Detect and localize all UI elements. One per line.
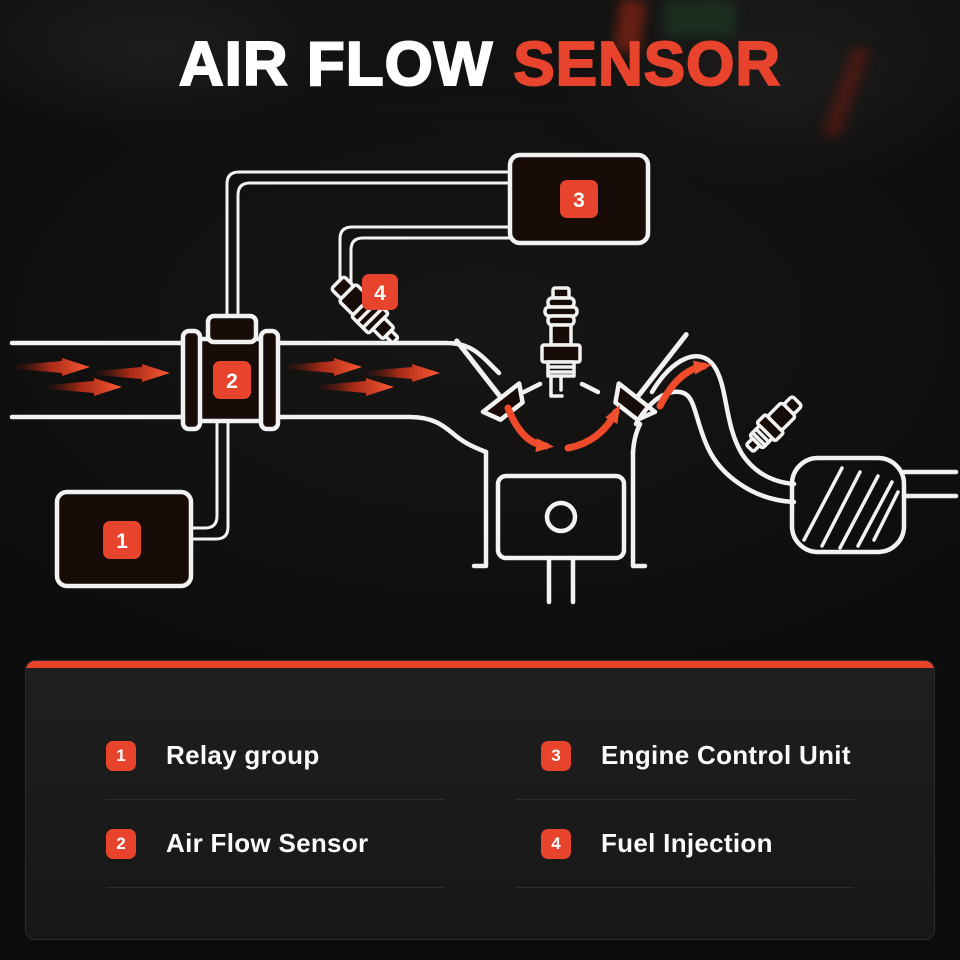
- legend-label: Engine Control Unit: [601, 740, 851, 770]
- wire-line: [338, 225, 516, 284]
- air-flow-arrow: [366, 364, 440, 382]
- wire-maf-to-relay: [190, 416, 230, 541]
- legend-number-badge: 2: [106, 828, 136, 859]
- pipe-wall: [276, 340, 502, 376]
- page-title: AIR FLOW SENSOR: [0, 33, 960, 97]
- legend-label: Fuel Injection: [601, 828, 773, 858]
- valve-stem: [635, 332, 689, 399]
- legend-panel: 1 Relay group 3 Engine Control Unit 2 Ai…: [25, 660, 935, 940]
- callout-badge: [362, 274, 398, 310]
- callout-number: 4: [374, 282, 386, 305]
- spark-plug-icon: [540, 286, 582, 398]
- callout-badge: [103, 521, 141, 559]
- chamber-wall: [630, 421, 643, 455]
- callout-2-maf: 2: [213, 361, 251, 399]
- oxygen-sensor-icon: [745, 395, 803, 453]
- connecting-rod: [546, 555, 576, 605]
- legend-item-engine-control-unit: 3 Engine Control Unit: [515, 712, 854, 800]
- tail-pipe: [901, 469, 959, 499]
- air-flow-arrow: [320, 378, 394, 396]
- spark-plug-insulator: [549, 323, 573, 347]
- legend-item-relay-group: 1 Relay group: [106, 712, 445, 800]
- chamber-head: [521, 381, 601, 395]
- piston-pin: [544, 500, 578, 534]
- flow-arrow-exhaust: [564, 404, 620, 452]
- wire-line: [349, 236, 516, 288]
- wire-line: [190, 416, 230, 541]
- wire-line: [190, 416, 219, 530]
- valve-head: [480, 381, 525, 422]
- legend-item-air-flow-sensor: 2 Air Flow Sensor: [106, 800, 445, 888]
- callout-badge: [213, 361, 251, 399]
- maf-flange: [258, 328, 281, 432]
- intake-pipe: [9, 340, 502, 455]
- cylinder-wall: [630, 449, 648, 569]
- injector-nozzle: [384, 329, 400, 345]
- spark-plug-hex: [540, 343, 582, 364]
- legend-accent-bar: [26, 661, 934, 668]
- title-sensor: SENSOR: [512, 30, 782, 99]
- legend-number-badge: 4: [541, 828, 571, 859]
- piston: [495, 473, 627, 605]
- callout-3-ecu: 3: [560, 180, 598, 218]
- wire-line: [236, 181, 516, 324]
- wire-ecu-to-injector: [338, 225, 516, 288]
- sensor-tip: [745, 437, 761, 453]
- flow-arrow-intake: [504, 404, 554, 453]
- valve-stem: [454, 338, 503, 399]
- legend-number-badge: 1: [106, 740, 136, 771]
- maf-sensor: [180, 313, 281, 432]
- wire-line: [225, 170, 516, 324]
- spark-plug-electrodes: [549, 374, 564, 398]
- converter-hatching: [802, 466, 900, 550]
- air-flow-arrow: [96, 364, 170, 382]
- sensor-thread-lines: [750, 427, 771, 448]
- spark-plug-shell: [546, 360, 576, 378]
- catalytic-converter: [789, 455, 959, 555]
- title-air-flow: AIR FLOW: [178, 30, 494, 99]
- air-flow-arrow: [288, 358, 362, 376]
- legend-grid: 1 Relay group 3 Engine Control Unit 2 Ai…: [26, 668, 934, 888]
- pipe-wall: [649, 354, 797, 487]
- callout-number: 1: [116, 530, 128, 553]
- pipe-wall: [276, 414, 489, 455]
- callout-badge: [560, 180, 598, 218]
- intake-valve: [454, 338, 525, 422]
- air-flow-arrow: [48, 378, 122, 396]
- legend-label: Air Flow Sensor: [166, 828, 369, 858]
- maf-connector: [205, 313, 259, 345]
- callout-1-relay: 1: [103, 521, 141, 559]
- callout-number: 2: [226, 370, 238, 393]
- spark-plug-threads: [546, 365, 576, 374]
- converter-shell: [789, 455, 907, 555]
- maf-flange: [180, 328, 203, 432]
- wire-maf-to-ecu: [225, 170, 516, 324]
- engine-cylinder: [471, 381, 648, 569]
- air-flow-arrow: [16, 358, 90, 376]
- callout-number: 3: [573, 189, 585, 212]
- callout-4-injector: 4: [362, 274, 398, 310]
- legend-number-badge: 3: [541, 740, 571, 771]
- combustion-flow-arrows: [504, 360, 712, 453]
- legend-item-fuel-injection: 4 Fuel Injection: [515, 800, 854, 888]
- piston-body: [495, 473, 627, 561]
- cylinder-wall: [471, 449, 489, 569]
- legend-label: Relay group: [166, 740, 320, 770]
- flow-arrow-exhaust-pipe: [656, 360, 712, 410]
